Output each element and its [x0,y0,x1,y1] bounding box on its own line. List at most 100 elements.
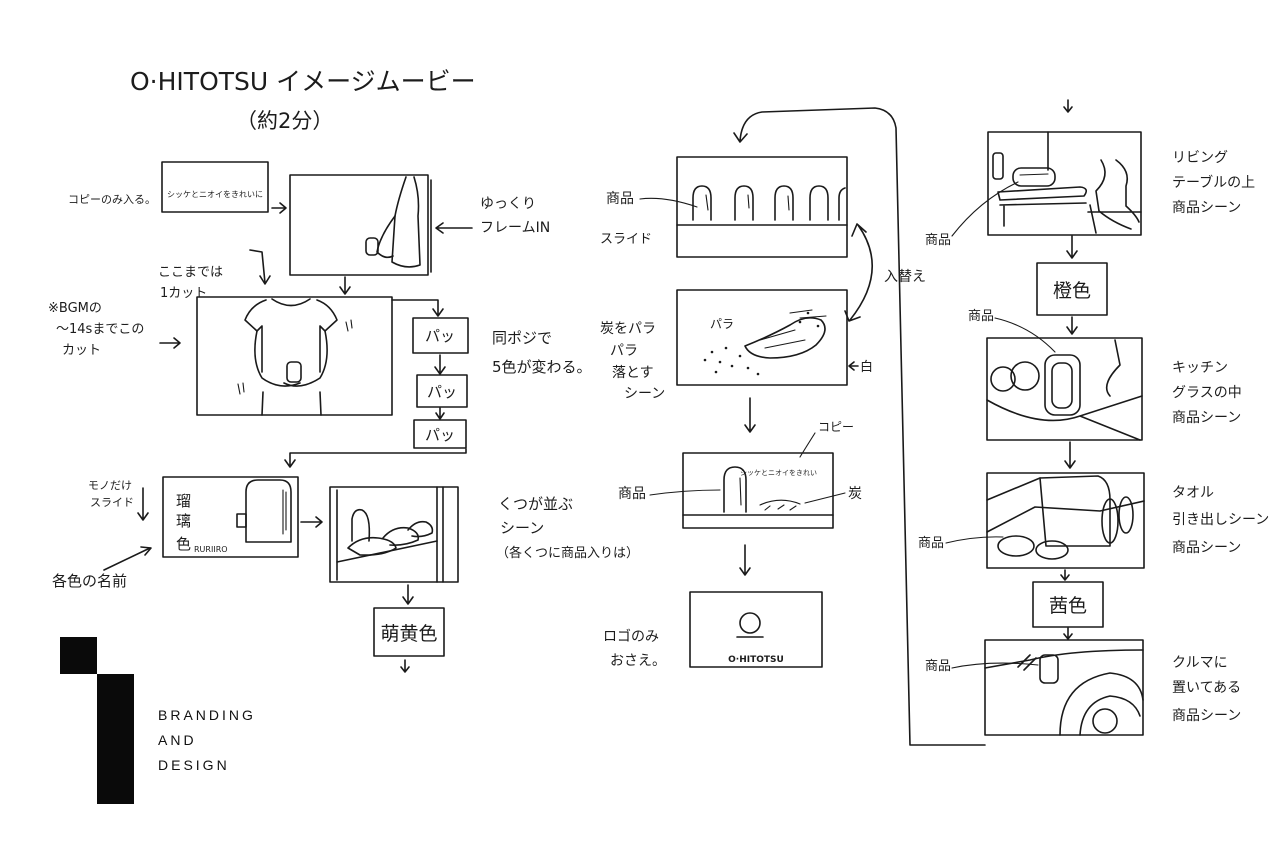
panel-standing-figure [196,296,393,416]
car-note-3: 商品シーン [1172,708,1241,724]
steering-hub [1092,708,1118,734]
left-column: コピーのみ入る。 シッケとニオイをきれいに ゆっくり フレームIN ここまでは … [48,161,639,673]
product-3 [774,185,794,221]
car-note-1: クルマに [1172,655,1228,671]
product-hatch [739,477,742,506]
charcoal-note-1: 炭をパラ [600,321,656,337]
charcoal-dot [756,372,760,376]
motion-marks [237,319,353,395]
logo-mark [739,612,761,634]
flash-box-1: パッ [412,317,469,354]
towel-note-1: タオル [1172,485,1214,501]
arrow-down [435,407,445,420]
color-kanji-3: 色 [176,535,191,553]
product-held [286,361,302,383]
arrow-down [1060,569,1070,581]
charcoal-dot [730,364,734,368]
table-base [999,202,1087,227]
figure-torso [391,176,421,268]
copy-frame-border [161,161,269,213]
bgm-note-2: ～14sまでこの [56,322,144,337]
living-note-1: リビング [1172,150,1228,166]
panel-copy-product: シッケとニオイをきれい [682,452,834,529]
brand-line-3: DESIGN [158,757,230,773]
para-sound-text: パラ [710,317,734,331]
flash-box-label: パッ [425,426,455,444]
panel-border [329,486,459,583]
charcoal-note-2: パラ [610,343,638,359]
flash-box-2: パッ [416,374,468,408]
color-box-moegi: 萌黄色 [373,607,445,657]
color-box-border [1036,262,1108,316]
arrow-left [435,222,473,234]
arrow-down [739,544,751,576]
middle-column: 商品 スライド 入替え パラ [600,107,986,746]
arrow-down [1066,235,1078,259]
arrow-left [848,361,859,371]
panel-frame-in [289,174,432,276]
panel-logo-end: O·HITOTSU [689,591,823,668]
kitchen-note-3: 商品シーン [1172,410,1241,426]
towel-roll-2 [1118,496,1134,534]
color-box-label: 茜色 [1049,595,1087,617]
dashboard-line [984,649,1144,669]
charcoal-dot [746,366,750,370]
panel-border [289,174,429,276]
color-box-label: 萌黄色 [380,623,437,645]
page-title: O·HITOTSU イメージムービー [130,67,476,96]
arrow-up-right [103,546,152,571]
panel-products-slide [676,156,848,258]
glass [1044,354,1081,416]
logo-note-2: おさえ。 [610,653,666,669]
glass [992,152,1004,180]
charcoal-label: 炭 [848,486,862,502]
charcoal-dot [798,320,802,324]
round-food-1 [990,366,1016,392]
air-vent [1017,654,1037,671]
round-food-2 [1010,361,1040,391]
panel-kitchen-glass [986,337,1143,441]
product-label: 商品 [606,191,634,207]
figure-arms [254,330,328,387]
leader-line [799,432,816,458]
living-note-2: テーブルの上 [1172,174,1255,191]
towel-note-2: 引き出しシーン [1172,512,1269,528]
copy-label: コピー [818,420,854,434]
figure-neckline [271,298,311,307]
shoe-1 [347,536,397,556]
copy-inner-text: シッケとニオイをきれい [740,469,817,477]
product-4 [809,185,829,221]
product-shape [723,466,747,513]
leader-line [639,197,698,208]
flash-box-border [412,317,469,354]
panel-living-table [987,131,1142,236]
copy-note: コピーのみ入る。 [68,193,156,206]
panel-border [162,476,299,558]
product-in-glass [1051,362,1073,409]
frame-in-note-2: フレームIN [480,220,550,236]
copy-frame: シッケとニオイをきれいに [161,161,269,213]
leader-line [945,536,1004,544]
brand-logo: BRANDING AND DESIGN [60,637,253,804]
logo-note-1: ロゴのみ [603,628,659,645]
flash-box-border [416,374,468,408]
product-2 [734,185,754,221]
arrow-right [159,337,181,349]
product-in-shoe [351,508,371,542]
kitchen-note-1: キッチン [1172,360,1228,376]
slide-label: スライド [600,232,652,247]
arrow-down [402,584,414,605]
color-roman: RURIIRO [194,545,228,554]
arrow-down [1063,627,1073,640]
color-box-label: 橙色 [1053,280,1091,302]
shoe-3 [407,520,434,538]
charcoal-note-4: シーン [624,386,665,402]
leader-line [804,492,846,504]
towel-note-3: 商品シーン [1172,540,1241,556]
swap-arrow [844,223,874,322]
bgm-note-3: カット [62,343,101,358]
color-kanji-2: 璃 [176,512,191,530]
panel-border [986,337,1143,441]
figure-body [261,391,322,416]
logo-block-tall [97,674,134,804]
